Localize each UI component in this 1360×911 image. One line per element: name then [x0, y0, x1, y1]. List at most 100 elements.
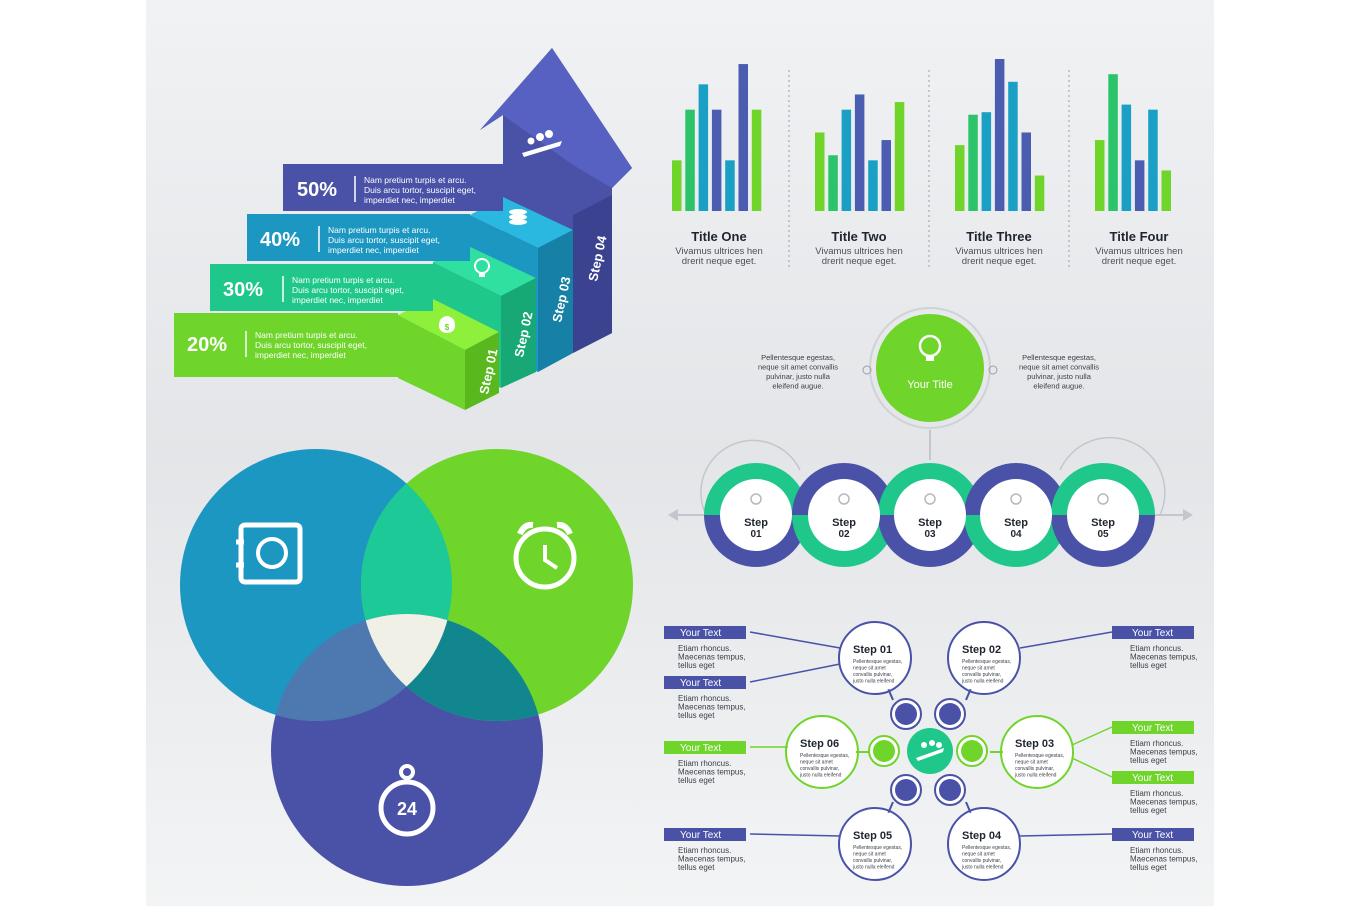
- bar: [1134, 160, 1145, 211]
- ribbon-text: Duis arcu tortor, suscipit eget,: [364, 185, 476, 195]
- ribbon-text: Duis arcu tortor, suscipit eget,: [255, 340, 367, 350]
- bar: [1148, 109, 1158, 211]
- bar: [672, 160, 682, 211]
- cycle-step-title: Step 04: [962, 830, 1002, 842]
- step-center: [720, 479, 792, 551]
- cycle-step-text: neque sit amet: [962, 666, 995, 672]
- lightbulb-icon: [918, 334, 942, 361]
- cycle-step-text: justo nulla eleifend: [961, 679, 1004, 685]
- label-body-text: Maecenas tempus,: [678, 768, 746, 777]
- pencil-icon: [939, 703, 961, 725]
- bar: [841, 109, 852, 211]
- venn-diagram: 24: [180, 449, 633, 886]
- label-body-text: Etiam rhoncus.: [678, 846, 731, 855]
- bar-chart-caption: Vivamus ultrices hen: [675, 246, 762, 257]
- cycle-infographic: Step 01 Pellentesque egestas, neque sit am…: [664, 621, 1198, 881]
- bar: [968, 114, 978, 211]
- ribbon-text: Nam pretium turpis et arcu.: [328, 225, 431, 235]
- ribbon-text: Nam pretium turpis et arcu.: [364, 175, 467, 185]
- label-body-text: tellus eget: [678, 863, 715, 872]
- connector-dot-right: [988, 365, 998, 375]
- label-body-text: Etiam rhoncus.: [1130, 846, 1183, 855]
- label-body-text: tellus eget: [678, 711, 715, 720]
- label-tag-text: Your Text: [1132, 723, 1173, 734]
- money-bag-icon: [873, 740, 895, 762]
- leader-line: [749, 833, 841, 837]
- bar-chart-caption: drerit neque eget.: [1102, 256, 1176, 267]
- title-circle: [876, 314, 984, 422]
- cycle-step-text: justo nulla eleifend: [799, 773, 842, 779]
- timeline-title: Your Title: [907, 379, 952, 391]
- bar: [868, 160, 878, 211]
- flow-arc: [700, 439, 801, 516]
- cycle-step-text: justo nulla eleifend: [852, 679, 895, 685]
- bar-chart-caption: Vivamus ultrices hen: [815, 246, 902, 257]
- title-ring: [869, 307, 991, 429]
- cycle-step-text: Pellentesque egestas,: [853, 845, 902, 851]
- ribbon-text: imperdiet nec, imperdiet: [292, 295, 383, 305]
- label-tag: [1112, 721, 1194, 734]
- bar: [698, 84, 709, 211]
- bar-chart-3: [955, 59, 1045, 211]
- cycle-step-text: convallis pulvinar,: [853, 858, 892, 864]
- bar: [1121, 104, 1132, 211]
- cycle-step-text: justo nulla eleifend: [961, 865, 1004, 871]
- coins-icon: [509, 209, 527, 225]
- label-tag-text: Your Text: [1132, 830, 1173, 841]
- anchor-icon: [895, 779, 917, 801]
- anchor-icon: [1010, 493, 1022, 505]
- step-number: 02: [838, 529, 850, 540]
- cycle-step-title: Step 03: [1015, 738, 1054, 750]
- leader-line: [749, 631, 841, 649]
- staircase-infographic: 50%Nam pretium turpis et arcu.Duis arcu …: [174, 48, 632, 410]
- label-tag-text: Your Text: [680, 628, 721, 639]
- label-body-text: Maecenas tempus,: [678, 855, 746, 864]
- cycle-step-title: Step 01: [853, 644, 892, 656]
- step-02-side: [501, 278, 536, 388]
- step-label: Step: [744, 517, 768, 529]
- cycle-step-text: convallis pulvinar,: [1015, 766, 1054, 772]
- label-body-text: Maecenas tempus,: [1130, 748, 1198, 757]
- lightbulb-icon: [895, 703, 917, 725]
- leader-line: [1019, 631, 1113, 649]
- arrow-side: [573, 195, 612, 353]
- label-tag-text: Your Text: [680, 678, 721, 689]
- cycle-step-text: neque sit amet: [1015, 760, 1048, 766]
- cycle-step-text: convallis pulvinar,: [800, 766, 839, 772]
- pencil-icon: [1097, 493, 1109, 505]
- cycle-step-title: Step 02: [962, 644, 1001, 656]
- label-body-text: Maecenas tempus,: [678, 703, 746, 712]
- step-label: Step: [1091, 517, 1115, 529]
- label-body-text: tellus eget: [678, 776, 715, 785]
- label-body-text: tellus eget: [678, 661, 715, 670]
- label-body-text: tellus eget: [1130, 756, 1167, 765]
- bar: [1108, 74, 1118, 211]
- bubble-fill: [788, 718, 856, 786]
- leader-line: [1019, 833, 1113, 837]
- percent-label: 30%: [223, 279, 263, 301]
- step-number: 01: [750, 529, 762, 540]
- label-body-text: Maecenas tempus,: [1130, 653, 1198, 662]
- team-icon: [522, 130, 562, 157]
- cycle-step-text: justo nulla eleifend: [1014, 773, 1057, 779]
- bar-chart-caption: Vivamus ultrices hen: [955, 246, 1042, 257]
- note-right-line: eleifend augue.: [1033, 382, 1084, 391]
- ribbon-40: [247, 214, 470, 261]
- bubble-fill: [950, 810, 1018, 878]
- leader-line: [1071, 726, 1113, 746]
- label-tag: [664, 741, 746, 754]
- label-tag-text: Your Text: [680, 830, 721, 841]
- bar-chart-2: [815, 94, 905, 211]
- flow-arc: [1059, 436, 1166, 516]
- bar-chart-1: [672, 64, 762, 211]
- arrow-head: [480, 48, 632, 188]
- bar: [828, 155, 838, 211]
